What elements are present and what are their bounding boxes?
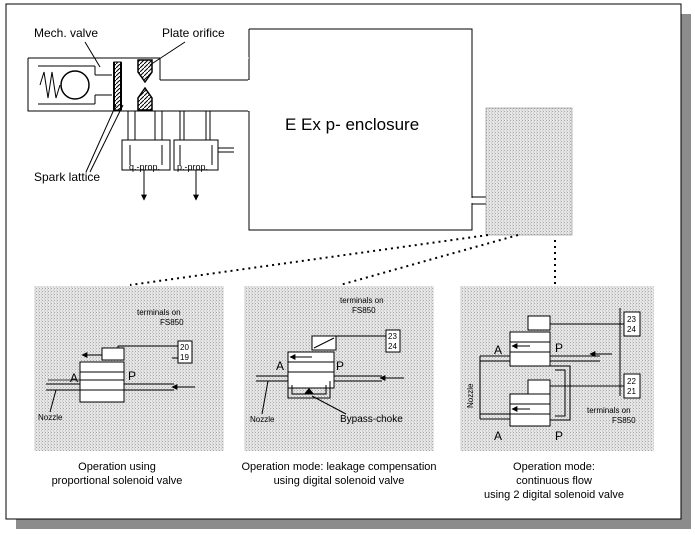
panel-2-port-a: A xyxy=(276,359,284,373)
plate-orifice-leader xyxy=(149,41,186,66)
zoom-box xyxy=(485,107,573,236)
panel-3-term-top-a: 23 xyxy=(627,315,636,324)
panel-2-term-a: 23 xyxy=(388,332,397,341)
panel-2-terminals-line2: FS850 xyxy=(352,306,376,315)
panel-1: terminals on FS850 20 19 A P Nozzle xyxy=(34,286,224,451)
panel-3-valve-top-inner xyxy=(510,341,550,353)
panel-1-nozzle-leader xyxy=(49,389,57,413)
panel-2-caption-line1: Operation mode: leakage compensation xyxy=(241,461,436,473)
spring-icon xyxy=(39,71,61,99)
q-prop-label: q.-prop. xyxy=(129,162,160,172)
panel-3-bg xyxy=(460,286,654,451)
panel-3-port-a-bottom: A xyxy=(494,429,502,443)
housing xyxy=(27,57,249,112)
panel-2-terminal-block xyxy=(385,329,401,353)
panel-3-terminals-line1: terminals on xyxy=(587,406,631,415)
spark-lattice-leader-b xyxy=(89,104,124,173)
panel-2: terminals on FS850 23 24 A P Nozzle Bypa… xyxy=(244,286,434,451)
zoom-line-1 xyxy=(129,234,489,286)
panel-3-pipe-left xyxy=(479,355,510,420)
panel-1-port-a: A xyxy=(70,371,78,385)
panel-2-choke xyxy=(304,388,314,394)
panel-1-caption-line1: Operation using xyxy=(78,461,156,473)
enclosure-box xyxy=(248,28,473,231)
panel-2-nozzle: Nozzle xyxy=(250,415,275,424)
panel-3-caption-line3: using 2 digital solenoid valve xyxy=(484,489,624,501)
panel-3-valve-bottom-inner xyxy=(510,403,550,415)
panel-3-valve-top xyxy=(509,331,551,367)
mech-valve-leader xyxy=(84,41,101,68)
panel-1-solenoid xyxy=(101,347,125,361)
panel-2-bypass-leader xyxy=(311,395,347,415)
panel-2-solenoid-diag xyxy=(313,337,335,349)
panel-3-caption-line1: Operation mode: xyxy=(513,461,595,473)
plate-orifice xyxy=(137,59,153,111)
panel-3: 23 24 A P 22 21 A P Nozzle terminals on … xyxy=(460,286,654,451)
panel-2-valve-inner xyxy=(288,361,334,373)
p-prop-label: p.-prop. xyxy=(177,162,208,172)
q-prop-inner xyxy=(129,111,163,165)
panel-2-terminals-line1: terminals on xyxy=(340,296,384,305)
enclosure-outlet xyxy=(472,196,486,205)
panel-2-bg xyxy=(244,286,434,451)
panel-2-bypass-label: Bypass-choke xyxy=(340,414,403,425)
p-prop-inner xyxy=(179,111,213,165)
panel-3-valve-bottom xyxy=(509,393,551,427)
panel-2-pipe-left xyxy=(256,375,288,382)
panel-1-port-p: P xyxy=(128,369,136,383)
pipe-to-enclosure xyxy=(159,58,250,121)
spark-lattice-leader-a xyxy=(85,104,117,173)
panel-2-pipe-right xyxy=(334,375,382,382)
panel-3-solenoid-bottom xyxy=(527,379,551,395)
panel-1-caption-line2: proportional solenoid valve xyxy=(52,475,183,487)
panel-1-valve xyxy=(79,361,125,403)
panel-2-port-p: P xyxy=(336,359,344,373)
panel-1-pipe-left xyxy=(46,383,80,391)
zoom-line-2 xyxy=(339,234,519,286)
plate-orifice-label: Plate orifice xyxy=(162,26,225,40)
valve-channel xyxy=(38,65,112,105)
panel-2-nozzle-leader xyxy=(261,380,269,415)
panel-1-terminal-block xyxy=(177,340,193,364)
panel-2-valve xyxy=(287,351,335,389)
panel-1-bg xyxy=(34,286,224,451)
panel-3-port-p-bottom: P xyxy=(555,429,563,443)
enclosure-label: E Ex p- enclosure xyxy=(285,115,419,134)
mech-valve-label: Mech. valve xyxy=(34,26,98,40)
panel-3-term-top-b: 24 xyxy=(627,325,636,334)
panel-3-solenoid-top xyxy=(527,315,551,331)
spark-lattice xyxy=(113,61,122,111)
q-prop-top xyxy=(127,110,163,141)
panel-3-caption-line2: continuous flow xyxy=(516,475,592,487)
panel-3-term-bot-a: 22 xyxy=(627,377,636,386)
panel-2-caption-line2: using digital solenoid valve xyxy=(274,475,405,487)
panel-1-nozzle: Nozzle xyxy=(38,413,63,422)
panel-1-wire xyxy=(117,345,178,359)
panel-1-valve-inner xyxy=(80,371,124,391)
panel-3-port-a-top: A xyxy=(494,343,502,357)
panel-3-nozzle: Nozzle xyxy=(466,383,475,408)
panel-3-terminals-line2: FS850 xyxy=(612,416,636,425)
panel-3-port-p-top: P xyxy=(555,341,563,355)
p-prop-pipe xyxy=(218,147,234,153)
panel-1-pipe-right xyxy=(124,383,174,391)
panel-3-pipe-loop xyxy=(550,365,571,421)
panel-2-term-b: 24 xyxy=(388,342,397,351)
panel-1-terminals-line2: FS850 xyxy=(160,318,184,327)
panel-3-term-bot-b: 21 xyxy=(627,387,636,396)
spark-lattice-label: Spark lattice xyxy=(34,170,100,184)
p-prop-top xyxy=(179,110,211,141)
panel-1-term-a: 20 xyxy=(180,343,189,352)
valve-ball-icon xyxy=(60,70,90,100)
panel-1-term-b: 19 xyxy=(180,353,189,362)
panel-1-terminals-line1: terminals on xyxy=(137,308,181,317)
